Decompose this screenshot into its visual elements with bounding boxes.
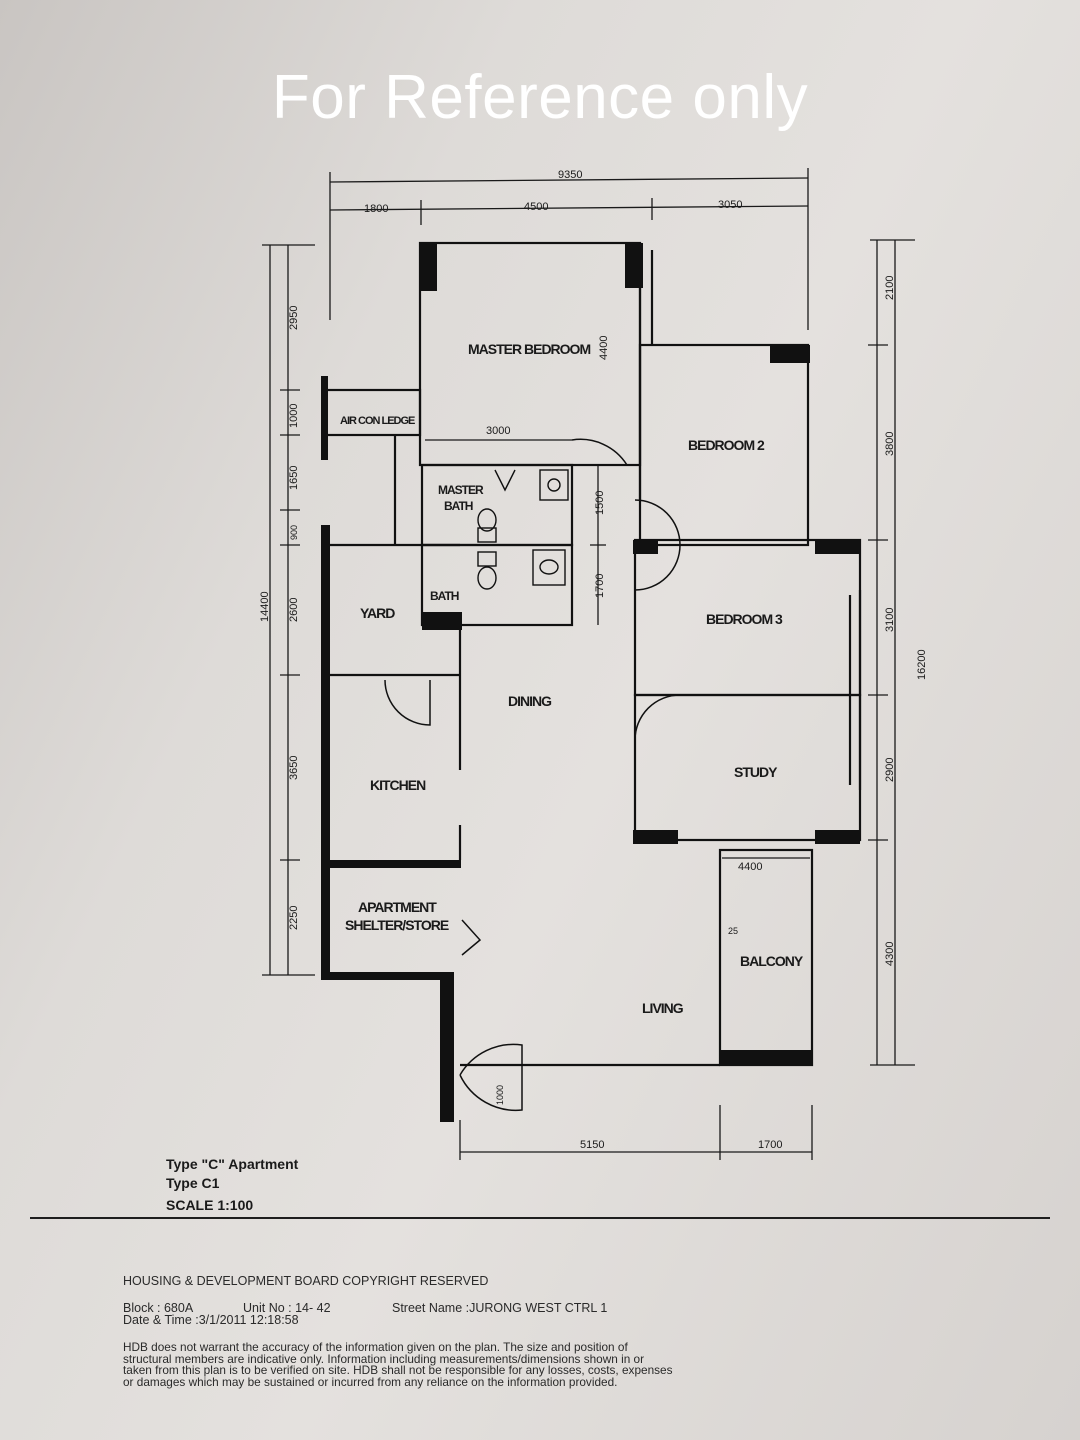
dim-master-bedroom-depth: 4400 bbox=[598, 336, 610, 360]
copyright: HOUSING & DEVELOPMENT BOARD COPYRIGHT RE… bbox=[123, 1274, 489, 1288]
room-label-bedroom-2: BEDROOM 2 bbox=[688, 437, 765, 453]
dim-top: 1800 bbox=[364, 203, 388, 215]
disclaimer-line: taken from this plan is to be verified o… bbox=[123, 1363, 673, 1377]
dimension-lines bbox=[262, 168, 915, 1160]
dim-left: 2250 bbox=[288, 906, 300, 930]
walls-thin bbox=[323, 241, 862, 1067]
dim-balcony-width: 4400 bbox=[738, 861, 762, 873]
disclaimer: HDB does not warrant the accuracy of the… bbox=[123, 1340, 673, 1389]
room-label-dining: DINING bbox=[508, 693, 552, 709]
fixtures bbox=[477, 469, 569, 590]
date-time: Date & Time :3/1/2011 12:18:58 bbox=[123, 1313, 299, 1327]
dim-right: 3100 bbox=[884, 608, 896, 632]
disclaimer-line: HDB does not warrant the accuracy of the… bbox=[123, 1340, 628, 1354]
dim-right: 4300 bbox=[884, 942, 896, 966]
dim-entrance-door: 1000 bbox=[495, 1085, 505, 1105]
dim-bottom: 5150 bbox=[580, 1139, 604, 1151]
dim-right-total: 16200 bbox=[916, 649, 928, 680]
room-label-bath: BATH bbox=[430, 589, 459, 603]
dim-right: 3800 bbox=[884, 432, 896, 456]
dim-left: 3650 bbox=[288, 756, 300, 780]
room-label-master-bath-2: BATH bbox=[444, 499, 473, 513]
dim-left: 1650 bbox=[288, 466, 300, 490]
disclaimer-line: structural members are indicative only. … bbox=[123, 1351, 645, 1366]
apartment-subtype: Type C1 bbox=[166, 1175, 220, 1191]
dim-master-bedroom-width: 3000 bbox=[486, 425, 510, 437]
dim-left: 2950 bbox=[288, 306, 300, 330]
watermark-text: For Reference only bbox=[271, 63, 809, 132]
dim-left-total: 14400 bbox=[259, 591, 271, 622]
dim-bath: 1700 bbox=[594, 574, 606, 598]
room-label-bedroom-3: BEDROOM 3 bbox=[706, 611, 783, 627]
doors bbox=[384, 438, 681, 1112]
street-name: Street Name :JURONG WEST CTRL 1 bbox=[392, 1301, 608, 1315]
unit-number: Unit No : 14- 42 bbox=[243, 1301, 331, 1315]
scale: SCALE 1:100 bbox=[166, 1197, 254, 1213]
dim-left: 2600 bbox=[288, 598, 300, 622]
room-label-master-bedroom: MASTER BEDROOM bbox=[468, 341, 590, 357]
dim-master-bath: 1500 bbox=[594, 491, 606, 515]
room-label-air-con-ledge: AIR CON LEDGE bbox=[340, 415, 415, 427]
block-number: Block : 680A bbox=[123, 1301, 194, 1315]
dim-top-total: 9350 bbox=[558, 169, 582, 181]
room-label-shelter-2: SHELTER/STORE bbox=[345, 917, 449, 933]
dim-top: 4500 bbox=[524, 201, 548, 213]
room-label-shelter: APARTMENT bbox=[358, 899, 437, 915]
room-label-kitchen: KITCHEN bbox=[370, 777, 426, 793]
dim-balcony-wall: 25 bbox=[728, 926, 738, 936]
room-label-balcony: BALCONY bbox=[740, 953, 804, 969]
walls-thick bbox=[321, 243, 860, 1122]
room-label-study: STUDY bbox=[734, 764, 778, 780]
dimension-labels: 9350 1800 4500 3050 14400 2950 1000 1650… bbox=[259, 169, 928, 1151]
dim-left: 900 bbox=[289, 525, 299, 540]
dim-right: 2900 bbox=[884, 758, 896, 782]
dim-right: 2100 bbox=[884, 276, 896, 300]
plan-info: Type "C" Apartment Type C1 SCALE 1:100 bbox=[166, 1155, 298, 1215]
dim-top: 3050 bbox=[718, 199, 742, 211]
room-label-living: LIVING bbox=[642, 1000, 684, 1016]
divider bbox=[30, 1217, 1050, 1219]
disclaimer-line: or damages which may be sustained or inc… bbox=[123, 1374, 618, 1389]
room-label-master-bath: MASTER bbox=[438, 483, 484, 497]
dim-left: 1000 bbox=[288, 404, 300, 428]
room-label-yard: YARD bbox=[360, 605, 395, 621]
apartment-type: Type "C" Apartment bbox=[166, 1156, 299, 1172]
dim-bottom: 1700 bbox=[758, 1139, 782, 1151]
